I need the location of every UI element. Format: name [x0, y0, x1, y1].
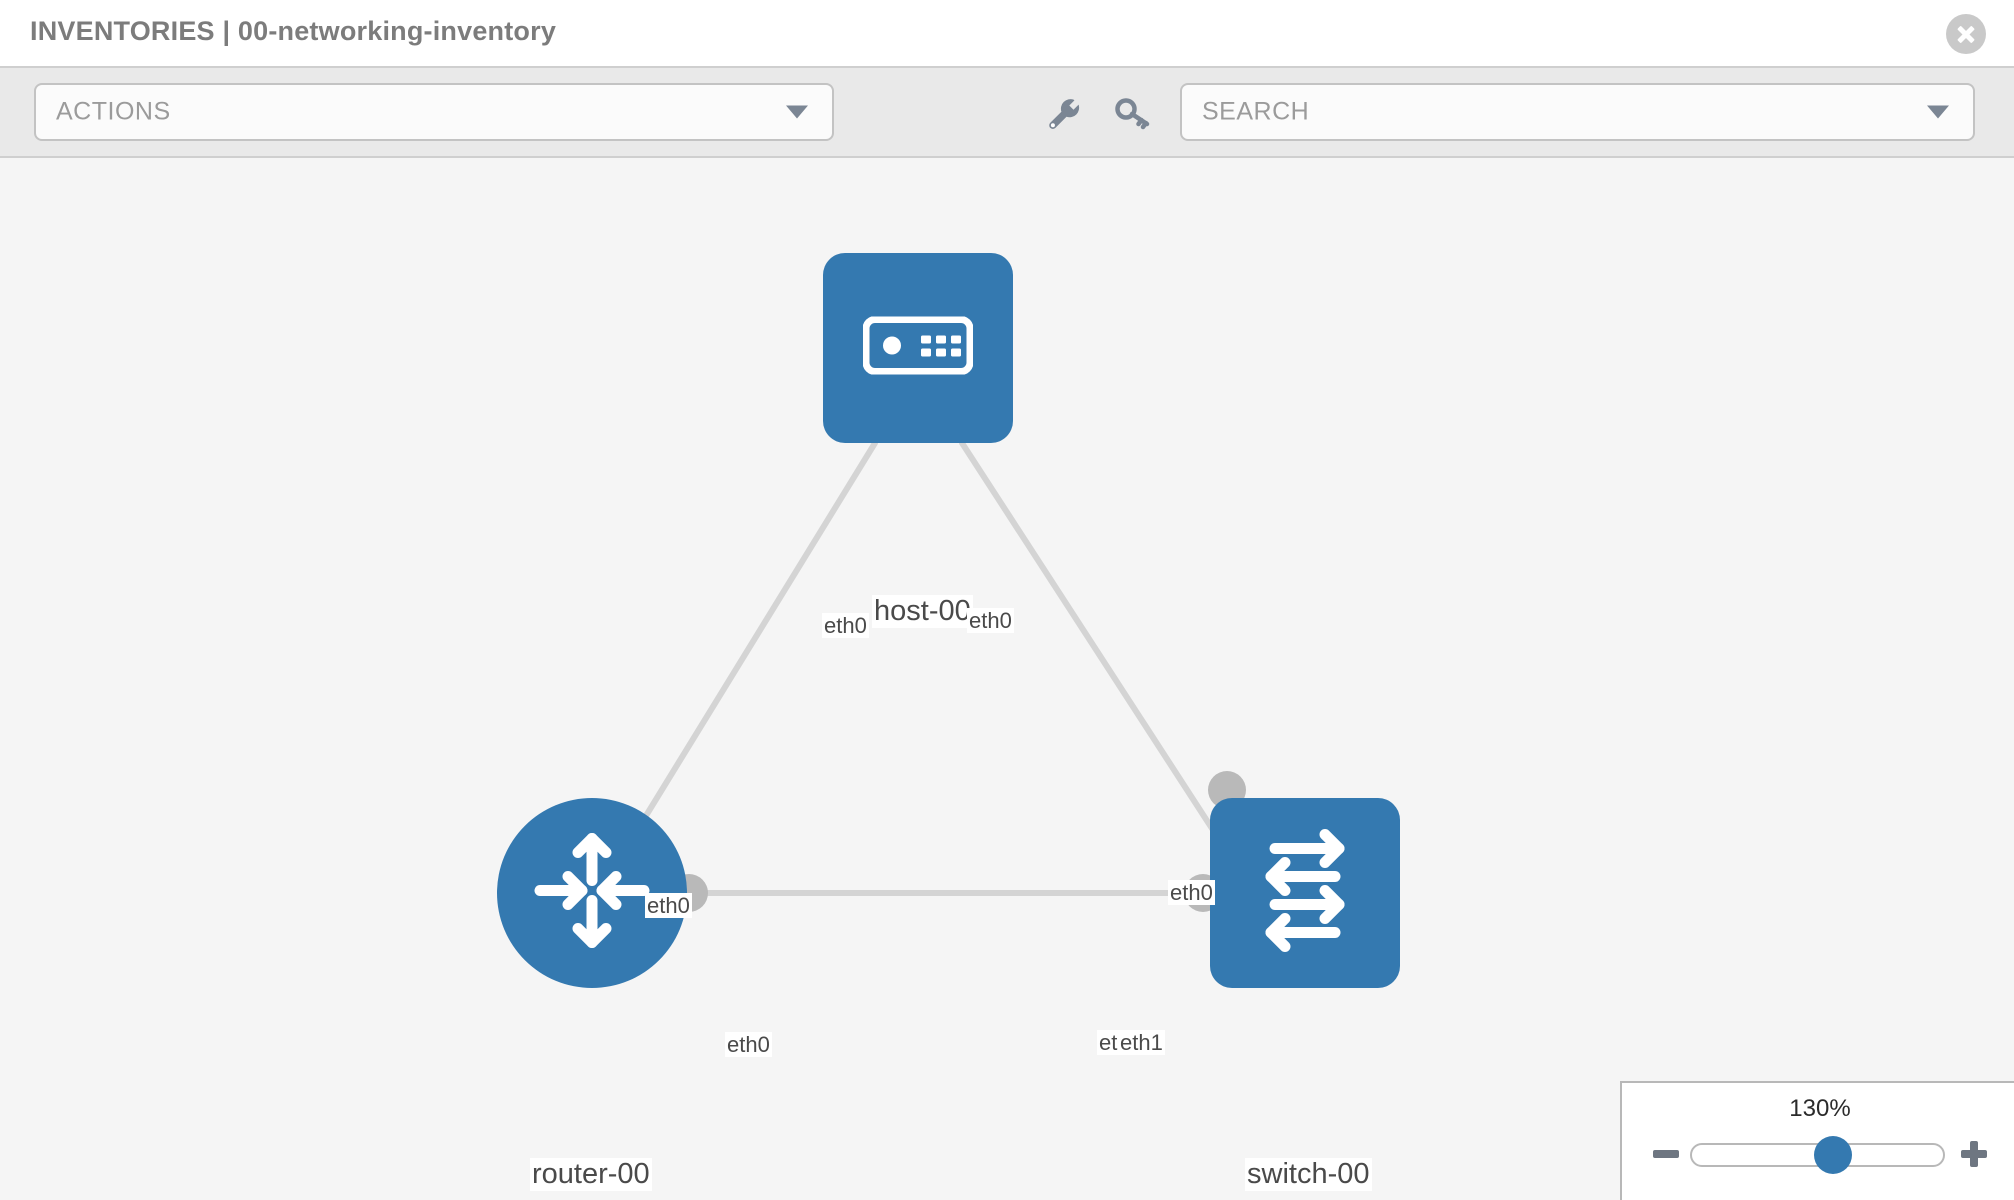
iface-label-router-mid: eth0	[725, 1032, 772, 1058]
iface-label-host-right: eth0	[967, 608, 1014, 634]
zoom-slider-track[interactable]	[1690, 1136, 1945, 1174]
chevron-down-icon	[786, 105, 808, 119]
node-label-router-00: router-00	[530, 1158, 652, 1192]
zoom-control-panel: 130%	[1620, 1081, 2014, 1200]
iface-label-router-up: eth0	[645, 893, 692, 919]
iface-label-host-left: eth0	[822, 613, 869, 639]
key-icon[interactable]	[1110, 90, 1156, 136]
title-bar: INVENTORIES | 00-networking-inventory	[0, 0, 2014, 68]
node-switch-00[interactable]	[1210, 798, 1400, 988]
edge-host-router	[617, 440, 878, 861]
node-shape	[1210, 798, 1400, 988]
chevron-down-icon	[1927, 105, 1949, 119]
topology-edges	[617, 440, 1216, 896]
actions-dropdown-label: ACTIONS	[56, 97, 171, 126]
node-host-00[interactable]	[823, 253, 1013, 443]
zoom-slider-thumb[interactable]	[1813, 1136, 1852, 1174]
switch-arrows-icon	[1243, 829, 1367, 958]
wrench-icon[interactable]	[1040, 90, 1086, 136]
server-icon	[862, 316, 974, 380]
page-title: INVENTORIES | 00-networking-inventory	[30, 16, 557, 46]
close-icon[interactable]	[1946, 14, 1986, 54]
zoom-in-button[interactable]	[1959, 1139, 1989, 1169]
zoom-level-value: 130%	[1789, 1095, 1851, 1122]
edge-host-switch	[959, 440, 1216, 833]
toolbar: ACTIONS SEARCH	[0, 68, 2014, 158]
iface-label-switch-up: eth0	[1168, 880, 1215, 906]
node-shape	[823, 253, 1013, 443]
search-input-placeholder: SEARCH	[1202, 97, 1310, 126]
iface-label-switch-mid-b: eth1	[1118, 1030, 1165, 1056]
node-label-host-00: host-00	[872, 595, 973, 629]
actions-dropdown[interactable]: ACTIONS	[34, 83, 834, 141]
router-arrows-icon	[530, 829, 654, 958]
topology-canvas[interactable]: host-00 router-00 switch-00 eth0 eth0 et…	[0, 158, 2014, 1200]
node-label-switch-00: switch-00	[1245, 1158, 1372, 1192]
search-input[interactable]: SEARCH	[1180, 83, 1975, 141]
zoom-out-button[interactable]	[1651, 1139, 1681, 1169]
